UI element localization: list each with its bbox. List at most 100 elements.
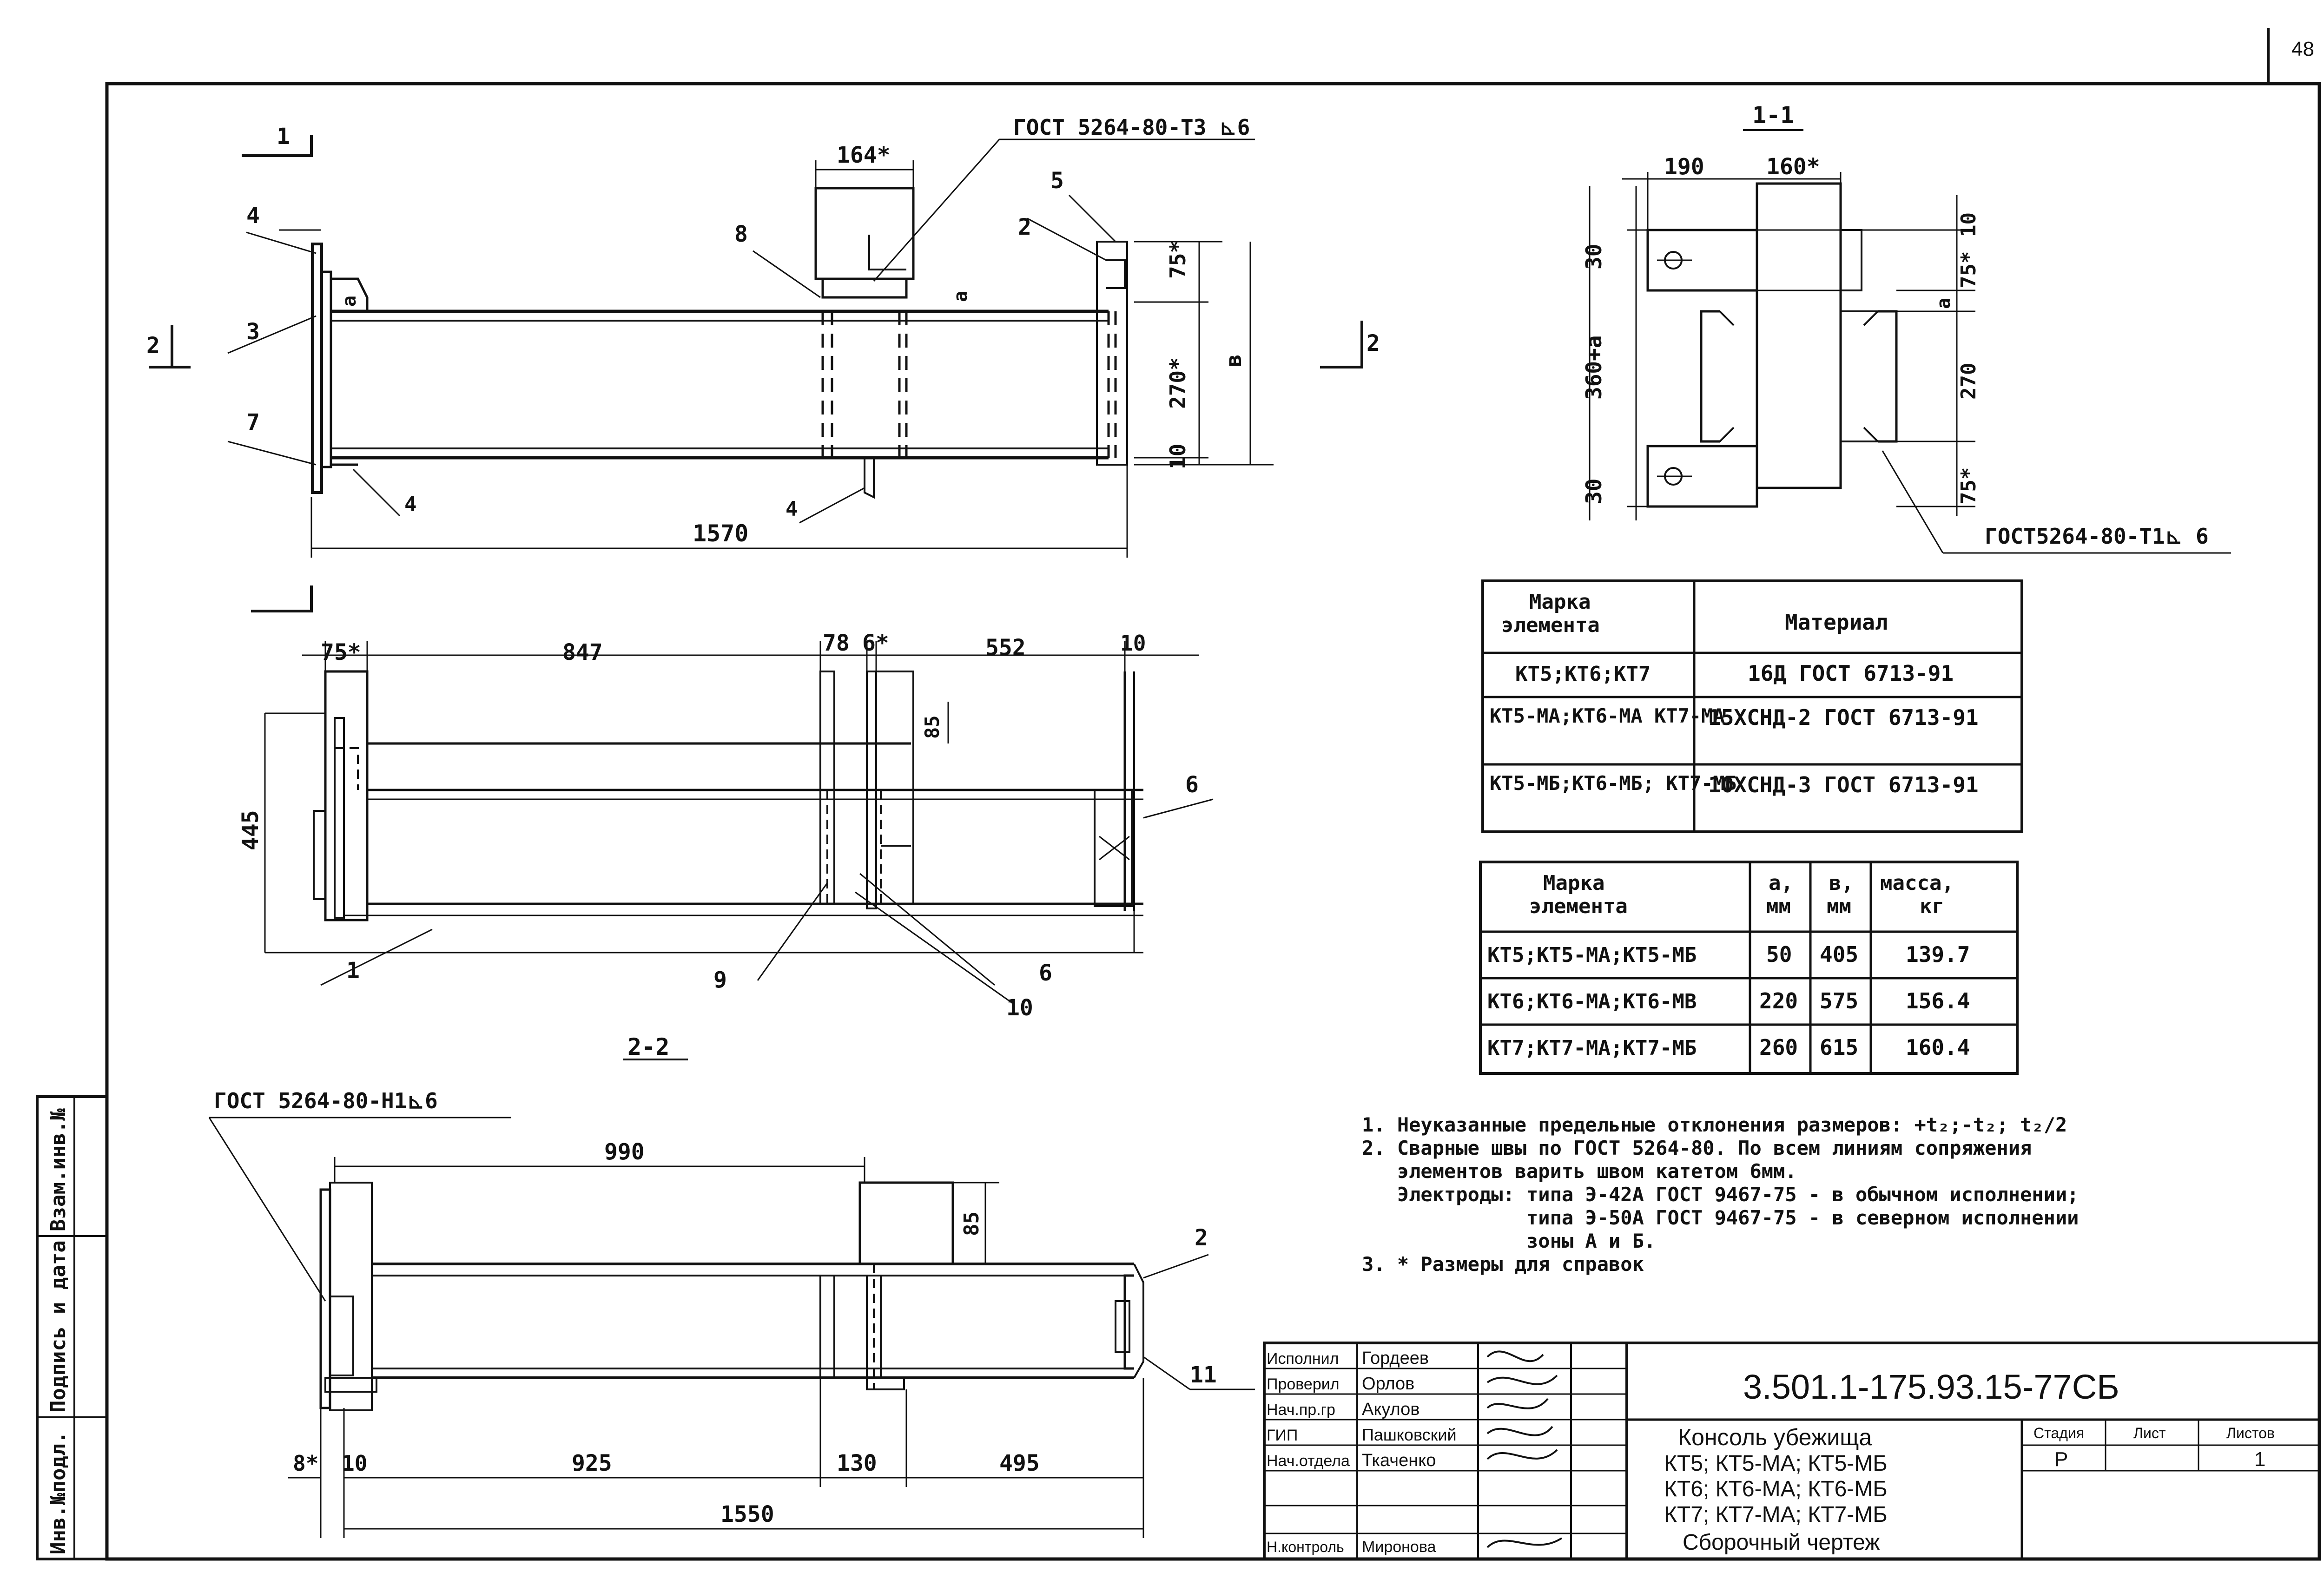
role-4: Нач.отдела: [1267, 1452, 1350, 1470]
mass-header-mass: масса,кг: [1880, 871, 1954, 918]
dim-6: 6*: [862, 630, 889, 656]
dim-270-s11: 270: [1957, 363, 1981, 400]
cut-2-label-right: 2: [1367, 330, 1380, 356]
svg-text:КТ7; КТ7-МА; КТ7-МБ: КТ7; КТ7-МА; КТ7-МБ: [1664, 1502, 1888, 1527]
dim-a-s11: a: [1933, 298, 1954, 309]
mat-header-material: Материал: [1785, 610, 1888, 635]
dim-30-top: 30: [1581, 244, 1606, 270]
mat-row1-material: 16Д ГОСТ 6713-91: [1748, 661, 1954, 686]
dim-75-plan: 75*: [321, 639, 361, 665]
callout-10: 10: [1006, 995, 1033, 1021]
dim-552: 552: [985, 635, 1026, 661]
mass-row3-v: 615: [1820, 1035, 1858, 1060]
mat-row3-mark: КТ5-МБ;КТ6-МБ; КТ7-МБ: [1490, 772, 1736, 795]
dim-10-top: 10: [1165, 444, 1190, 469]
svg-text:Сборочный чертеж: Сборочный чертеж: [1683, 1530, 1880, 1555]
dim-164: 164*: [837, 142, 891, 168]
dim-78: 78: [823, 630, 850, 656]
sheets-header: Листов: [2226, 1425, 2275, 1441]
dim-925: 925: [572, 1450, 612, 1476]
svg-text:КТ6; КТ6-МА; КТ6-МБ: КТ6; КТ6-МА; КТ6-МБ: [1664, 1477, 1888, 1501]
callout-1: 1: [346, 958, 360, 984]
callout-6-upper: 6: [1185, 772, 1199, 798]
title-roles: Исполнил Проверил Нач.пр.гр ГИП Нач.отде…: [1267, 1349, 1457, 1556]
section-2-2: [208, 1059, 1255, 1538]
note-2b: элементов варить швом катетом 6мм.: [1362, 1160, 1797, 1183]
material-table: [1481, 579, 2023, 833]
stamp-signature-label: Подпись и дата: [46, 1240, 70, 1413]
page-number: 48: [2291, 38, 2314, 60]
mass-row1-a: 50: [1766, 942, 1792, 967]
title-text: Консоль убежища КТ5; КТ5-МА; КТ5-МБ КТ6;…: [1664, 1424, 1888, 1555]
section-1-1-title: 1-1: [1752, 102, 1794, 129]
name-6: Миронова: [1362, 1538, 1436, 1556]
mass-row1-mark: КТ5;КТ5-МА;КТ5-МБ: [1487, 943, 1697, 967]
callout-8: 8: [734, 221, 748, 247]
stage-header: Стадия: [2034, 1425, 2084, 1441]
dim-85-s22: 85: [960, 1211, 984, 1236]
stamp-inv-label: Инв.№подл.: [46, 1431, 70, 1554]
name-2: Акулов: [1362, 1400, 1419, 1419]
dim-10-s11: 10: [1957, 212, 1981, 237]
sheets-value: 1: [2254, 1448, 2265, 1471]
dim-75-s11-top: 75*: [1957, 251, 1981, 288]
note-3: 3. * Размеры для справок: [1362, 1253, 1644, 1276]
dim-360a: 360+a: [1581, 336, 1606, 400]
mat-row3-material: 10ХСНД-3 ГОСТ 6713-91: [1708, 772, 1979, 797]
weld-note-t1: ГОСТ5264-80-Т1⊾ 6: [1985, 524, 2209, 549]
sheet-header: Лист: [2133, 1425, 2166, 1441]
dim-75-s11-bottom: 75*: [1957, 467, 1981, 504]
mass-row1-mass: 139.7: [1906, 942, 1970, 967]
dim-130: 130: [837, 1450, 877, 1476]
note-2c: Электроды: типа Э-42А ГОСТ 9467-75 - в о…: [1362, 1183, 2079, 1206]
name-3: Пашковский: [1362, 1425, 1457, 1444]
role-6: Н.контроль: [1267, 1539, 1344, 1555]
mass-row3-mass: 160.4: [1906, 1035, 1970, 1060]
title-block: [1263, 1342, 2321, 1560]
callout-3: 3: [246, 319, 260, 345]
mass-row1-v: 405: [1820, 942, 1858, 967]
top-view: [149, 135, 1363, 558]
notes: 1. Неуказанные предельные отклонения раз…: [1362, 1113, 2079, 1276]
name-1: Орлов: [1362, 1374, 1414, 1394]
section-2-2-title: 2-2: [627, 1033, 669, 1060]
dim-1550: 1550: [720, 1501, 774, 1527]
dim-847: 847: [562, 639, 603, 665]
name-0: Гордеев: [1362, 1349, 1429, 1368]
section-1-1: [1589, 129, 2231, 554]
callout-2-s22: 2: [1195, 1225, 1208, 1251]
stage-value: Р: [2054, 1448, 2068, 1471]
callout-2: 2: [1018, 214, 1031, 240]
note-2d: типа Э-50А ГОСТ 9467-75 - в северном исп…: [1362, 1206, 2079, 1229]
plan-view: [251, 585, 1214, 1005]
mat-row1-mark: КТ5;КТ6;КТ7: [1515, 662, 1651, 686]
dim-495: 495: [999, 1450, 1040, 1476]
dim-a-left: a: [339, 296, 360, 307]
sheet-frame: [105, 82, 2321, 1561]
note-2: 2. Сварные швы по ГОСТ 5264-80. По всем …: [1362, 1137, 2032, 1159]
svg-text:КТ5; КТ5-МА; КТ5-МБ: КТ5; КТ5-МА; КТ5-МБ: [1664, 1451, 1888, 1476]
note-1: 1. Неуказанные предельные отклонения раз…: [1362, 1113, 2067, 1136]
weld-note-t3: ГОСТ 5264-80-Т3 ⊾6: [1013, 115, 1250, 140]
dim-160: 160*: [1766, 154, 1820, 180]
dim-75-top: 75*: [1165, 240, 1190, 279]
weld-leg-4b: 4: [786, 497, 798, 521]
mass-row3-mark: КТ7;КТ7-МА;КТ7-МБ: [1487, 1036, 1697, 1060]
drawing-code: 3.501.1-175.93.15-77СБ: [1743, 1368, 2119, 1406]
dim-a-mid: a: [950, 291, 971, 302]
dim-30-bottom: 30: [1581, 479, 1606, 504]
callout-4: 4: [246, 203, 260, 229]
note-2e: зоны А и Б.: [1362, 1230, 1656, 1252]
mass-header-a: а,мм: [1766, 871, 1793, 918]
role-1: Проверил: [1267, 1375, 1340, 1393]
cut-1-label-top: 1: [277, 124, 290, 150]
callout-7: 7: [246, 409, 260, 435]
mass-table: [1479, 861, 2019, 1075]
role-3: ГИП: [1267, 1427, 1298, 1444]
side-stamp: Инв.№подл. Подпись и дата Взам.инв.№: [36, 1095, 108, 1560]
dim-190: 190: [1664, 154, 1704, 180]
cut-2-label-left: 2: [146, 333, 160, 359]
